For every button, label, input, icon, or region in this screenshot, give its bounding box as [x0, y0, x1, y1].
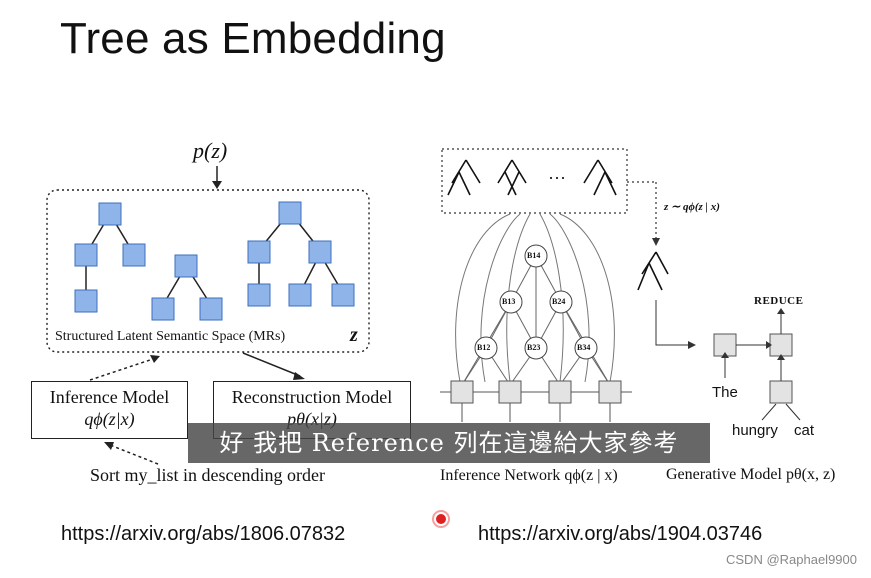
inference-model-box: Inference Model qϕ(z|x)	[31, 381, 188, 439]
inference-model-title: Inference Model	[49, 387, 170, 407]
reference-url-right[interactable]: https://arxiv.org/abs/1904.03746	[478, 523, 763, 545]
node-label-b14: B14	[527, 251, 541, 260]
node-b34	[574, 336, 598, 360]
node-label-b34: B34	[577, 343, 591, 352]
node-label-b23: B23	[527, 343, 541, 352]
node-b12	[474, 336, 498, 360]
pointer-dot	[436, 514, 446, 524]
node-b14	[524, 244, 548, 268]
latent-space-label: Structured Latent Semantic Space (MRs)	[55, 329, 286, 344]
sample-label: z ∼ qϕ(z | x)	[664, 201, 720, 213]
bottom-sentence: Sort my_list in descending order	[90, 465, 325, 485]
node-label-b24: B24	[552, 297, 566, 306]
watermark: CSDN @Raphael9900	[726, 552, 857, 567]
node-b13	[499, 290, 523, 314]
reconstruction-model-title: Reconstruction Model	[231, 387, 393, 407]
node-b24	[549, 290, 573, 314]
inference-network-caption: Inference Network qϕ(z | x)	[440, 467, 618, 484]
word-the: The	[712, 384, 738, 401]
word-hungry: hungry	[732, 422, 778, 439]
video-subtitle: 好 我把 Reference 列在這邊給大家參考	[188, 423, 710, 463]
prior-label: p(z)	[193, 138, 228, 163]
reduce-label: REDUCE	[754, 295, 804, 307]
inference-model-formula: qϕ(z|x)	[84, 409, 135, 429]
latent-var: z	[350, 324, 358, 346]
word-cat: cat	[794, 422, 815, 439]
node-b23	[524, 336, 548, 360]
reference-url-left[interactable]: https://arxiv.org/abs/1806.07832	[61, 523, 346, 545]
node-label-b12: B12	[477, 343, 491, 352]
ellipsis: ···	[548, 168, 566, 188]
node-label-b13: B13	[502, 297, 516, 306]
slide-title: Tree as Embedding	[60, 14, 446, 63]
generative-model-caption: Generative Model pθ(x, z)	[666, 466, 836, 483]
